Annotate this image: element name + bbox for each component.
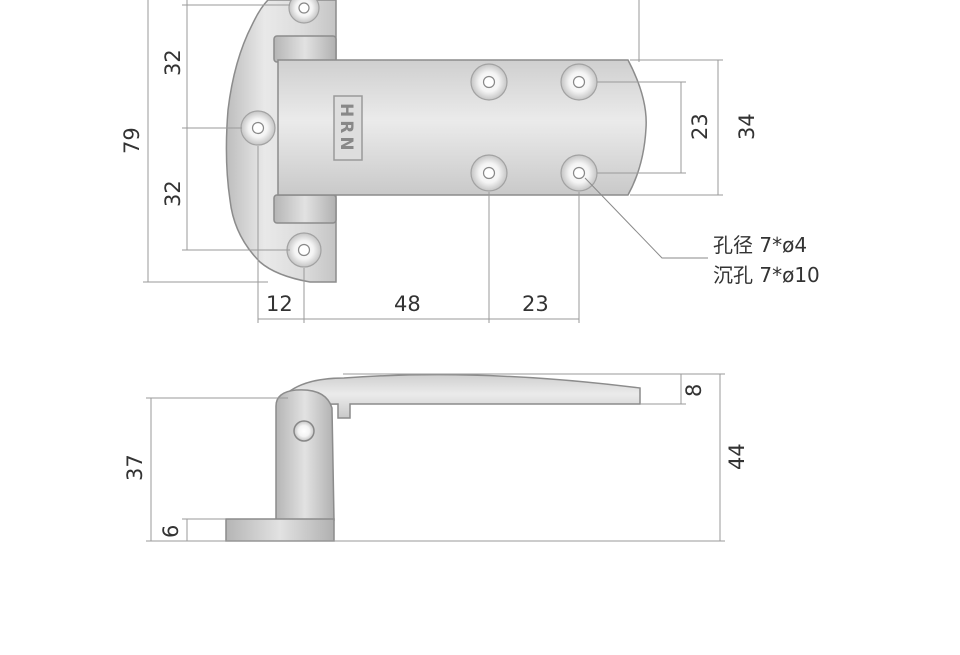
knuckle-lower [273,194,337,224]
dim-side-37: 37 [123,454,147,481]
plate-hole-bottom [286,232,322,268]
dim-side-44: 44 [725,443,749,470]
dim-right-34: 34 [735,113,759,140]
knuckle-upper [273,35,337,63]
dim-right-23: 23 [688,113,712,140]
dim-lower-pitch: 32 [161,180,185,207]
plate-hole-top [288,0,320,24]
dim-bottom-48: 48 [394,292,421,316]
side-upright [275,389,335,521]
side-pivot [293,420,315,442]
door-leaf [277,59,647,196]
dim-upper-pitch: 32 [161,49,185,76]
top-view: HRN [120,0,820,323]
dim-side-8: 8 [682,384,706,397]
leaf-hole-top-left [470,63,508,101]
logo-text: HRN [336,103,356,154]
hole-note-line1: 孔径 7*ø4 [713,233,807,257]
leaf-hole-top-right [560,63,598,101]
side-dimension-lines [146,373,725,542]
leaf-hole-bottom-right [560,154,598,192]
dim-bottom-23: 23 [522,292,549,316]
side-view: 37 6 8 44 [123,373,749,542]
dim-bottom-12: 12 [266,292,293,316]
dim-side-6: 6 [159,525,183,538]
dimension-lines-left [143,0,290,283]
dim-total-height: 79 [120,127,144,154]
hole-note-leader [584,177,708,259]
hole-note-line2: 沉孔 7*ø10 [713,263,820,287]
side-leaf-profile [281,373,641,419]
logo-frame [333,95,363,161]
plate-hole-middle [240,110,276,146]
dimension-lines-right [597,0,723,196]
side-base [225,518,335,542]
dimension-lines-bottom [257,146,580,323]
leaf-hole-bottom-left [470,154,508,192]
